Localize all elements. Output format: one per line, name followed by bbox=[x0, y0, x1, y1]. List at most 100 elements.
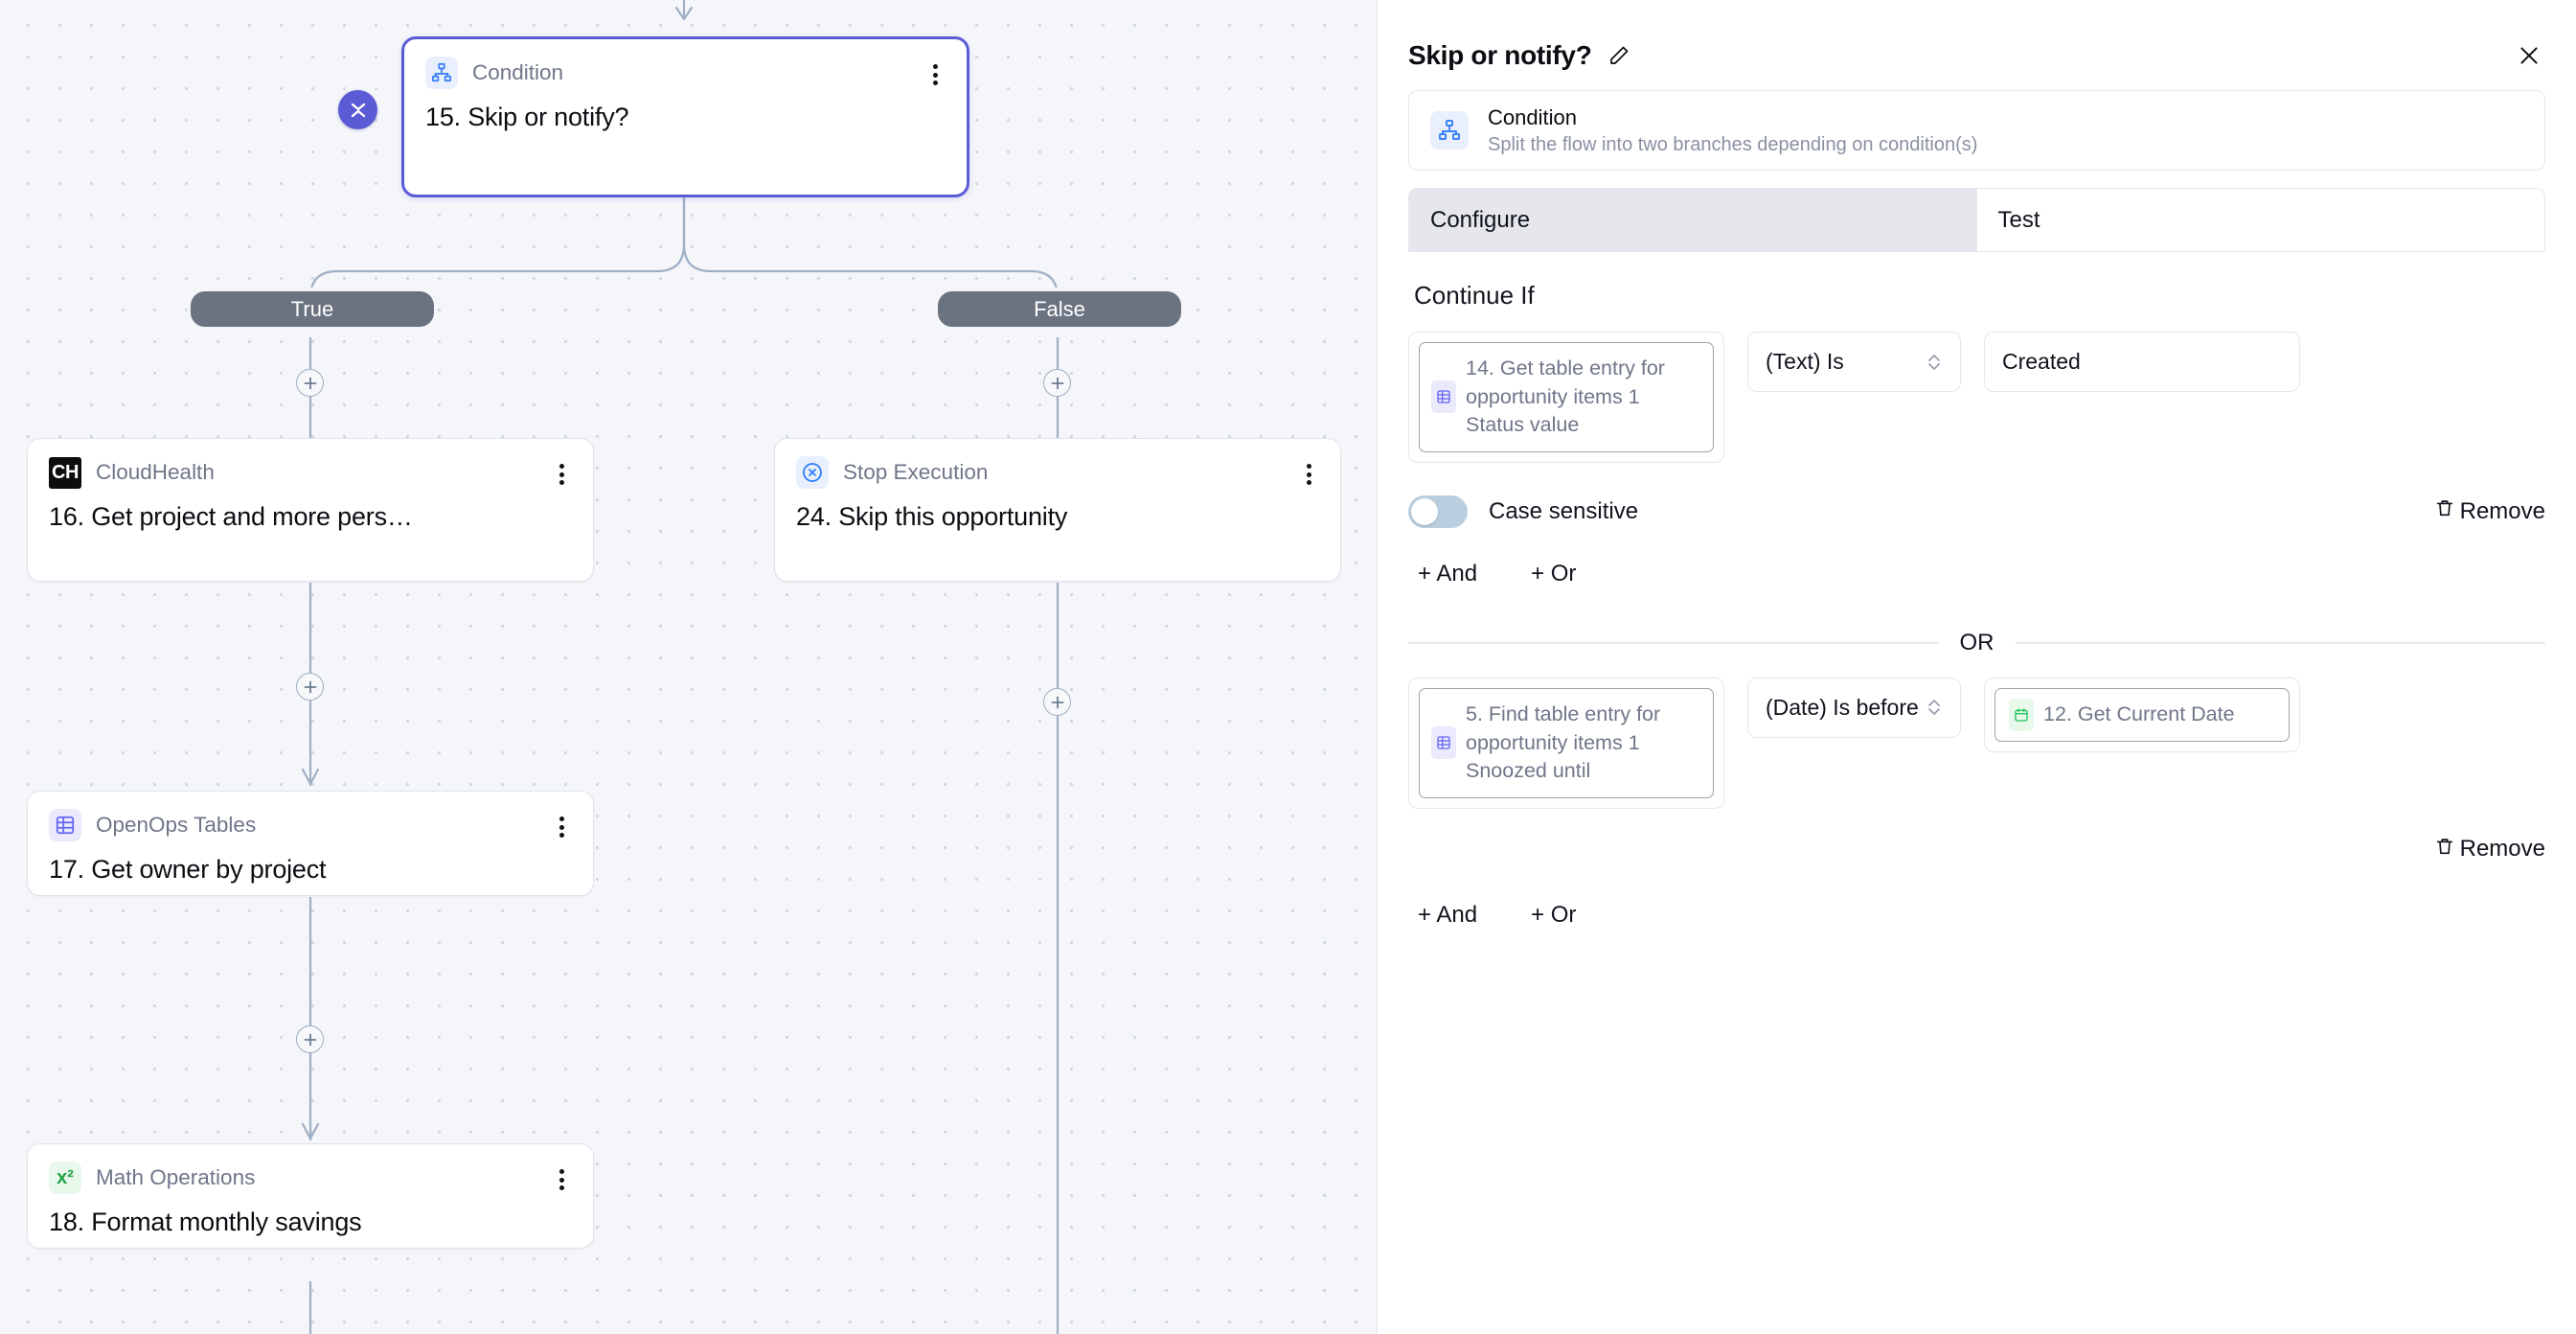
table-grid-icon bbox=[1431, 726, 1456, 760]
operator-select-value: (Date) Is before bbox=[1766, 694, 1919, 720]
add-step-after-16[interactable] bbox=[296, 673, 324, 701]
add-step-false-branch[interactable] bbox=[1043, 369, 1071, 397]
operand-chip[interactable]: 12. Get Current Date bbox=[1995, 687, 2290, 742]
collapse-chevrons-icon[interactable] bbox=[338, 90, 377, 129]
node-title: 17. Get owner by project bbox=[49, 855, 327, 884]
or-divider-label: OR bbox=[1959, 629, 1995, 656]
flow-canvas[interactable]: Condition 15. Skip or notify? True False bbox=[0, 0, 1377, 1334]
node-vendor-label: OpenOps Tables bbox=[96, 813, 257, 837]
value-input-wrapper-1[interactable] bbox=[1984, 332, 2300, 392]
flow-node-cloudhealth-16[interactable]: CH CloudHealth 16. Get project and more … bbox=[27, 438, 594, 582]
divider-line-left bbox=[1408, 641, 1939, 644]
continue-if-label: Continue If bbox=[1414, 281, 1535, 310]
cloudhealth-logo-icon: CH bbox=[49, 456, 81, 489]
operator-select-2[interactable]: (Date) Is before bbox=[1747, 677, 1961, 738]
node-vendor-label: Math Operations bbox=[96, 1165, 256, 1189]
case-sensitive-label: Case sensitive bbox=[1489, 497, 1639, 524]
kebab-menu-icon[interactable] bbox=[924, 62, 946, 87]
remove-label: Remove bbox=[2459, 497, 2545, 524]
add-and-button-1[interactable]: + And bbox=[1418, 560, 1478, 586]
add-condition-row-2: + And + Or bbox=[1408, 902, 2545, 929]
node-vendor-label: Condition bbox=[472, 60, 564, 84]
condition-group-1: 14. Get table entry for opportunity item… bbox=[1408, 332, 2545, 587]
node-title: 16. Get project and more pers… bbox=[49, 502, 413, 531]
branch-pill-label: False bbox=[1034, 296, 1085, 321]
tab-test-label: Test bbox=[1997, 206, 2040, 233]
remove-row-2: Remove bbox=[1408, 836, 2545, 863]
remove-label: Remove bbox=[2459, 836, 2545, 862]
trash-icon bbox=[2434, 497, 2455, 525]
branch-pill-label: True bbox=[290, 296, 334, 321]
piece-text: Condition Split the flow into two branch… bbox=[1488, 105, 1977, 156]
divider-line-right bbox=[2015, 641, 2545, 644]
piece-description: Split the flow into two branches dependi… bbox=[1488, 133, 1978, 155]
node-header: CH CloudHealth bbox=[49, 456, 572, 489]
condition-row: 5. Find table entry for opportunity item… bbox=[1408, 677, 2545, 809]
operator-select-value: (Text) Is bbox=[1766, 349, 1844, 374]
add-step-after-24[interactable] bbox=[1043, 688, 1071, 716]
cloudhealth-logo-text: CH bbox=[52, 461, 79, 483]
remove-condition-button-2[interactable]: Remove bbox=[2434, 836, 2545, 863]
close-x-icon[interactable] bbox=[2513, 39, 2545, 72]
condition-group-2: 5. Find table entry for opportunity item… bbox=[1408, 677, 2545, 929]
case-sensitive-row: Case sensitive Remove bbox=[1408, 494, 2545, 528]
pencil-icon[interactable] bbox=[1606, 42, 1632, 69]
calendar-date-icon bbox=[2009, 698, 2034, 731]
tab-configure[interactable]: Configure bbox=[1408, 188, 1977, 251]
second-operand-field-2[interactable]: 12. Get Current Date bbox=[1984, 677, 2300, 752]
operator-select-1[interactable]: (Text) Is bbox=[1747, 332, 1961, 392]
table-grid-icon bbox=[49, 809, 81, 841]
kebab-menu-icon[interactable] bbox=[1298, 462, 1319, 487]
flow-node-math-operations-18[interactable]: x² Math Operations 18. Format monthly sa… bbox=[27, 1143, 594, 1249]
operand-chip-label: 5. Find table entry for opportunity item… bbox=[1466, 702, 1661, 783]
node-header: OpenOps Tables bbox=[49, 809, 572, 841]
table-grid-icon bbox=[1431, 380, 1456, 414]
piece-name: Condition bbox=[1488, 104, 1577, 129]
stop-execution-icon bbox=[796, 456, 829, 489]
value-input-1[interactable] bbox=[2002, 349, 2282, 375]
math-x-squared-text: x² bbox=[57, 1166, 74, 1188]
node-vendor-label: Stop Execution bbox=[843, 460, 989, 484]
add-step-after-17[interactable] bbox=[296, 1025, 324, 1053]
add-or-button-1[interactable]: + Or bbox=[1531, 560, 1577, 586]
flow-node-stop-execution-24[interactable]: Stop Execution 24. Skip this opportunity bbox=[774, 438, 1341, 582]
trash-icon bbox=[2434, 836, 2455, 863]
or-divider: OR bbox=[1408, 630, 2545, 656]
node-vendor-label: CloudHealth bbox=[96, 460, 215, 484]
kebab-menu-icon[interactable] bbox=[551, 815, 572, 840]
kebab-menu-icon[interactable] bbox=[551, 462, 572, 487]
node-header: Stop Execution bbox=[796, 456, 1319, 489]
flow-edges bbox=[301, 0, 1060, 1334]
flow-node-openops-tables-17[interactable]: OpenOps Tables 17. Get owner by project bbox=[27, 791, 594, 896]
piece-info-card: Condition Split the flow into two branch… bbox=[1408, 90, 2545, 171]
case-sensitive-toggle[interactable] bbox=[1408, 494, 1468, 528]
add-and-button-2[interactable]: + And bbox=[1418, 901, 1478, 928]
math-x-squared-icon: x² bbox=[49, 1162, 81, 1194]
condition-branch-icon bbox=[1430, 111, 1469, 150]
node-title: 15. Skip or notify? bbox=[425, 103, 629, 131]
operand-chip[interactable]: 5. Find table entry for opportunity item… bbox=[1419, 687, 1714, 798]
node-title: 18. Format monthly savings bbox=[49, 1208, 362, 1236]
chevron-updown-icon bbox=[1926, 695, 1943, 720]
first-operand-field-1[interactable]: 14. Get table entry for opportunity item… bbox=[1408, 332, 1724, 463]
branch-pill-true[interactable]: True bbox=[187, 288, 438, 331]
step-settings-panel: Skip or notify? bbox=[1377, 0, 2576, 1334]
chevron-updown-icon bbox=[1926, 350, 1943, 375]
operand-chip[interactable]: 14. Get table entry for opportunity item… bbox=[1419, 342, 1714, 452]
kebab-menu-icon[interactable] bbox=[551, 1167, 572, 1192]
first-operand-field-2[interactable]: 5. Find table entry for opportunity item… bbox=[1408, 677, 1724, 809]
node-title: 24. Skip this opportunity bbox=[796, 502, 1068, 531]
branch-pill-false[interactable]: False bbox=[934, 288, 1185, 331]
add-condition-row-1: + And + Or bbox=[1408, 561, 2545, 587]
tab-configure-label: Configure bbox=[1430, 206, 1531, 233]
condition-branch-icon bbox=[425, 57, 458, 89]
flow-node-condition-15[interactable]: Condition 15. Skip or notify? bbox=[401, 36, 969, 197]
add-or-button-2[interactable]: + Or bbox=[1531, 901, 1577, 928]
operand-chip-label: 14. Get table entry for opportunity item… bbox=[1466, 356, 1665, 437]
tab-test[interactable]: Test bbox=[1976, 188, 2545, 251]
add-step-true-branch[interactable] bbox=[296, 369, 324, 397]
panel-header: Skip or notify? bbox=[1408, 0, 2545, 79]
operand-chip-label: 12. Get Current Date bbox=[2043, 702, 2235, 726]
remove-condition-button-1[interactable]: Remove bbox=[2434, 497, 2545, 525]
